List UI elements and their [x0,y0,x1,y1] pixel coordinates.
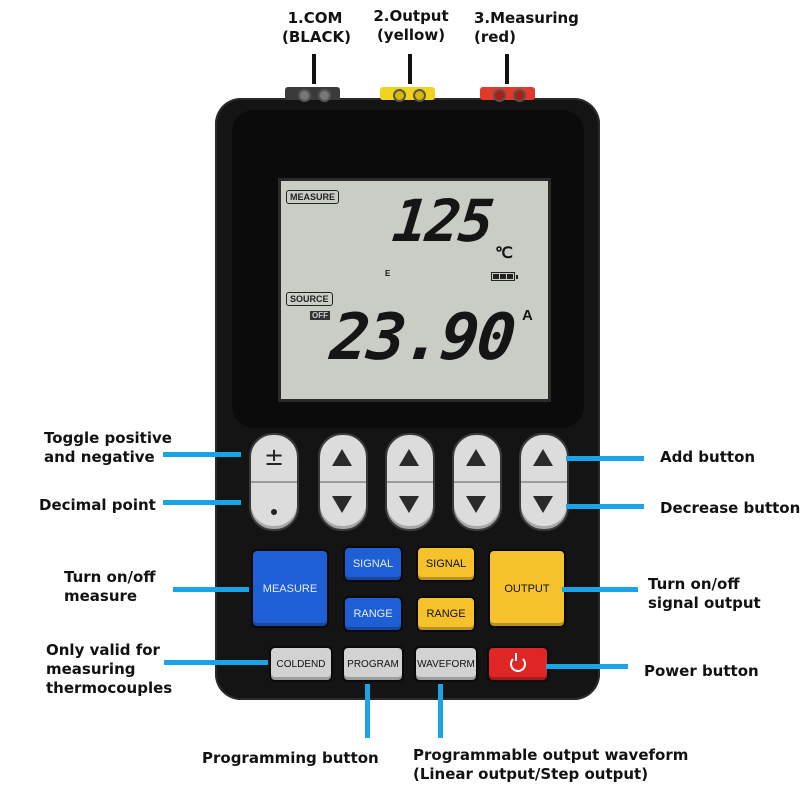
measure-toggle-leader [173,587,249,592]
lcd-source-value: 23.90 [327,301,518,375]
decrease-button-annotation: Decrease button [660,499,800,517]
measure-toggle-annotation: Turn on/off measure [64,568,155,606]
terminal-com-leader [312,54,316,84]
annotation-line: Toggle positive [44,429,172,447]
terminal-measuring-leader [505,54,509,84]
annotation-line: and negative [44,448,155,466]
arrow-up-icon [399,449,419,466]
sign-decimal-key[interactable]: ± [249,433,299,531]
annotation-line: Only valid for [46,641,160,659]
lcd-source-unit: A [522,307,533,324]
terminal-com-color: (BLACK) [282,28,351,46]
terminal-measuring-label: 3.Measuring (red) [474,9,580,47]
arrow-down-icon [399,496,419,513]
terminal-output-label: 2.Output (yellow) [372,7,450,45]
output-toggle-leader [562,587,638,592]
add-button-annotation: Add button [660,448,756,466]
terminal-measuring-name: 3.Measuring [474,9,579,27]
terminal-com-post [318,89,331,102]
lcd-source-tag: SOURCE [286,292,333,306]
programming-button-annotation: Programming button [202,749,379,767]
terminal-output-post [393,89,406,102]
terminal-measuring-jack[interactable] [480,87,535,100]
toggle-sign-annotation: Toggle positive and negative [44,429,172,467]
terminal-output-name: 2.Output [373,7,449,25]
coldend-annotation: Only valid for measuring thermocouples [46,641,172,698]
terminal-com-post [298,89,311,102]
measure-button[interactable]: MEASURE [251,549,329,628]
arrow-down-icon [332,496,352,513]
program-button[interactable]: PROGRAM [342,646,404,682]
key-divider [320,481,366,483]
lcd-measure-value: 125 [389,187,496,255]
coldend-button[interactable]: COLDEND [269,646,333,682]
decimal-point-leader [163,500,241,505]
terminal-measuring-post [513,89,526,102]
range-output-button[interactable]: RANGE [416,596,476,632]
add-button-leader [566,456,644,461]
waveform-button[interactable]: WAVEFORM [414,646,478,682]
terminal-output-color: (yellow) [376,26,446,44]
power-icon [510,653,526,672]
arrow-down-icon [466,496,486,513]
key-divider [387,481,433,483]
annotation-line: Turn on/off [648,575,740,593]
arrow-up-icon [533,449,553,466]
terminal-output-leader [408,54,412,84]
annotation-line: measure [64,587,138,605]
plus-minus-icon: ± [263,443,285,471]
lcd-measure-tag: MEASURE [286,190,340,204]
terminal-output-jack[interactable] [380,87,435,100]
waveform-annotation: Programmable output waveform (Linear out… [413,746,688,784]
lcd-source-unit-prefix: m [499,311,509,323]
annotation-line: Turn on/off [64,568,156,586]
lcd-display: MEASURE 125 ℃ E SOURCE OFF 23.90 m A [278,178,551,402]
digit-3-adjust-key[interactable] [452,433,502,531]
arrow-up-icon [466,449,486,466]
decimal-point-annotation: Decimal point [39,496,156,514]
annotation-line: measuring [46,660,136,678]
key-divider [454,481,500,483]
terminal-output-post [413,89,426,102]
annotation-line: thermocouples [46,679,173,697]
battery-icon [491,272,518,281]
terminal-com-jack[interactable] [285,87,340,100]
digit-1-adjust-key[interactable] [318,433,368,531]
terminal-measuring-post [493,89,506,102]
power-button[interactable] [487,646,549,682]
digit-2-adjust-key[interactable] [385,433,435,531]
digit-4-adjust-key[interactable] [519,433,569,531]
terminal-measuring-color: (red) [474,28,517,46]
lcd-source-state: OFF [310,311,330,320]
power-leader [546,664,628,669]
terminal-com-name: 1.COM [287,9,343,27]
terminal-com-label: 1.COM (BLACK) [282,9,351,47]
annotation-line: (Linear output/Step output) [413,765,649,783]
annotation-line: Programmable output waveform [413,746,689,764]
key-divider [251,481,297,483]
lcd-thermocouple-type: E [385,269,391,278]
signal-output-button[interactable]: SIGNAL [416,546,476,582]
output-button[interactable]: OUTPUT [488,549,566,628]
annotation-line: signal output [648,594,761,612]
lcd-measure-unit: ℃ [495,245,513,262]
decrease-button-leader [566,504,644,509]
coldend-leader [164,660,268,665]
decimal-point-icon [271,509,277,515]
toggle-sign-leader [163,452,241,457]
program-leader [365,684,370,738]
waveform-leader [438,684,443,738]
arrow-up-icon [332,449,352,466]
signal-measure-button[interactable]: SIGNAL [343,546,403,582]
range-measure-button[interactable]: RANGE [343,596,403,632]
arrow-down-icon [533,496,553,513]
power-button-annotation: Power button [644,662,759,680]
output-toggle-annotation: Turn on/off signal output [648,575,761,613]
key-divider [521,481,567,483]
